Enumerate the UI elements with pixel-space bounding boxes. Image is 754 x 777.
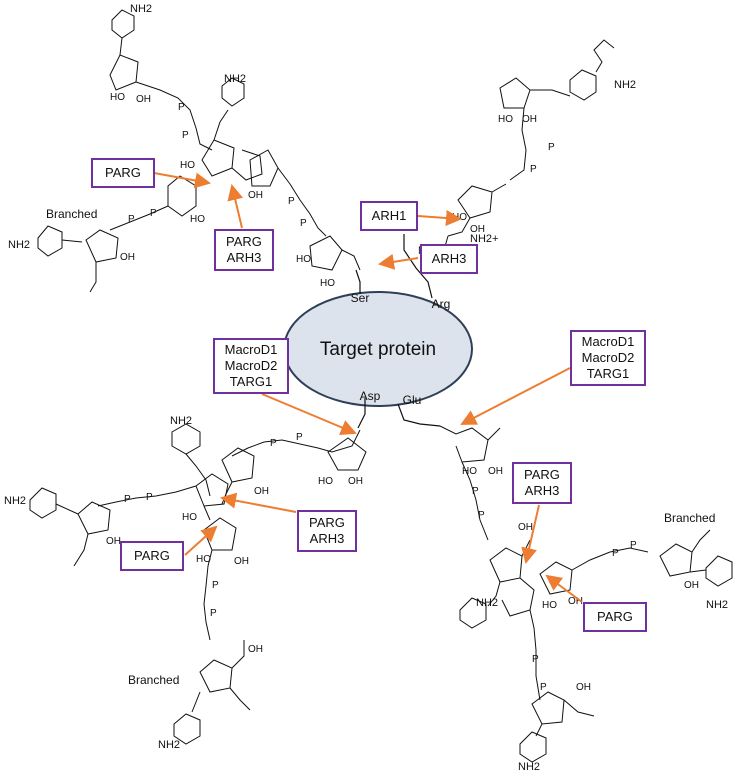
svg-text:HO: HO [296,254,311,265]
svg-text:OH: OH [254,486,269,497]
svg-text:P: P [182,130,189,141]
svg-text:P: P [150,208,157,219]
enzyme-box-arh3-ser: ARH3 [420,244,478,274]
svg-text:P: P [212,580,219,591]
svg-text:P: P [128,214,135,225]
svg-text:OH: OH [248,644,263,655]
svg-text:HO: HO [180,160,195,171]
arrow-parg-left [184,525,218,556]
svg-text:OH: OH [120,252,135,263]
svg-text:HO: HO [182,512,197,523]
enzyme-box-parg-arh3-top: PARG ARH3 [214,229,274,271]
svg-text:NH2+: NH2+ [470,233,498,245]
arrow-arh3-ser [378,253,419,270]
svg-text:OH: OH [248,190,263,201]
svg-text:P: P [612,548,619,559]
enzyme-box-macro-right: MacroD1 MacroD2 TARG1 [570,330,646,386]
svg-text:P: P [124,494,131,505]
branch-label-right: Branched [664,511,715,525]
arrow-parg-top-left [153,172,211,189]
svg-text:NH2: NH2 [8,239,30,251]
residue-linkers [355,234,441,429]
svg-text:OH: OH [684,580,699,591]
residue-asp: Asp [360,389,381,403]
enzyme-box-parg-arh3-right: PARG ARH3 [512,462,572,504]
svg-text:HO: HO [190,214,205,225]
svg-text:P: P [300,218,307,229]
residue-ser: Ser [351,291,370,305]
svg-text:P: P [288,196,295,207]
residue-glu: Glu [403,393,422,407]
svg-text:HO: HO [110,92,125,103]
svg-text:P: P [296,432,303,443]
svg-text:P: P [540,682,547,693]
svg-text:OH: OH [522,114,537,125]
svg-text:OH: OH [348,476,363,487]
svg-text:NH2: NH2 [130,3,152,15]
svg-text:NH2: NH2 [224,73,246,85]
branch-label-bottom-left: Branched [128,673,179,687]
enzyme-box-parg-top-left: PARG [91,158,155,188]
arrow-parg-arh3-top [227,184,244,229]
enzyme-box-macro-left: MacroD1 MacroD2 TARG1 [213,338,289,394]
arrow-parg-arh3-left [220,492,297,513]
svg-text:OH: OH [470,224,485,235]
svg-text:OH: OH [234,556,249,567]
enzyme-box-parg-left: PARG [120,541,184,571]
svg-text:NH2: NH2 [614,79,636,91]
enzyme-box-arh1: ARH1 [360,201,418,231]
svg-text:HO: HO [498,114,513,125]
svg-text:NH2: NH2 [518,761,540,773]
svg-text:P: P [478,510,485,521]
svg-text:OH: OH [106,536,121,547]
svg-text:OH: OH [136,94,151,105]
svg-text:NH2: NH2 [476,597,498,609]
svg-text:NH2: NH2 [4,495,26,507]
polymer-backbone [29,9,733,763]
svg-text:P: P [472,486,479,497]
svg-text:HO: HO [318,476,333,487]
svg-text:P: P [530,164,537,175]
branch-label-top-left: Branched [46,207,97,221]
arrow-arh1 [417,210,462,226]
svg-text:OH: OH [568,596,583,607]
svg-text:P: P [270,438,277,449]
svg-text:OH: OH [518,522,533,533]
svg-text:OH: OH [576,682,591,693]
target-protein-label: Target protein [320,339,436,360]
arrow-macro-right [460,367,571,425]
svg-text:NH2: NH2 [170,415,192,427]
svg-text:HO: HO [462,466,477,477]
residue-arg: Arg [432,297,451,311]
svg-text:HO: HO [542,600,557,611]
svg-text:HO: HO [320,278,335,289]
arrow-macro-left [261,393,357,435]
svg-text:HO: HO [196,554,211,565]
svg-text:P: P [532,654,539,665]
enzyme-box-parg-arh3-left: PARG ARH3 [297,510,357,552]
svg-text:P: P [210,608,217,619]
svg-text:OH: OH [488,466,503,477]
svg-text:NH2: NH2 [158,739,180,751]
svg-text:P: P [146,492,153,503]
svg-text:P: P [548,142,555,153]
svg-text:P: P [178,102,185,113]
arrow-parg-arh3-right [521,504,540,564]
enzyme-box-parg-right: PARG [583,602,647,632]
arrow-parg-right [545,574,583,603]
svg-text:NH2: NH2 [706,599,728,611]
svg-text:HO: HO [452,212,467,223]
enzyme-arrows [153,172,583,603]
svg-text:P: P [630,540,637,551]
